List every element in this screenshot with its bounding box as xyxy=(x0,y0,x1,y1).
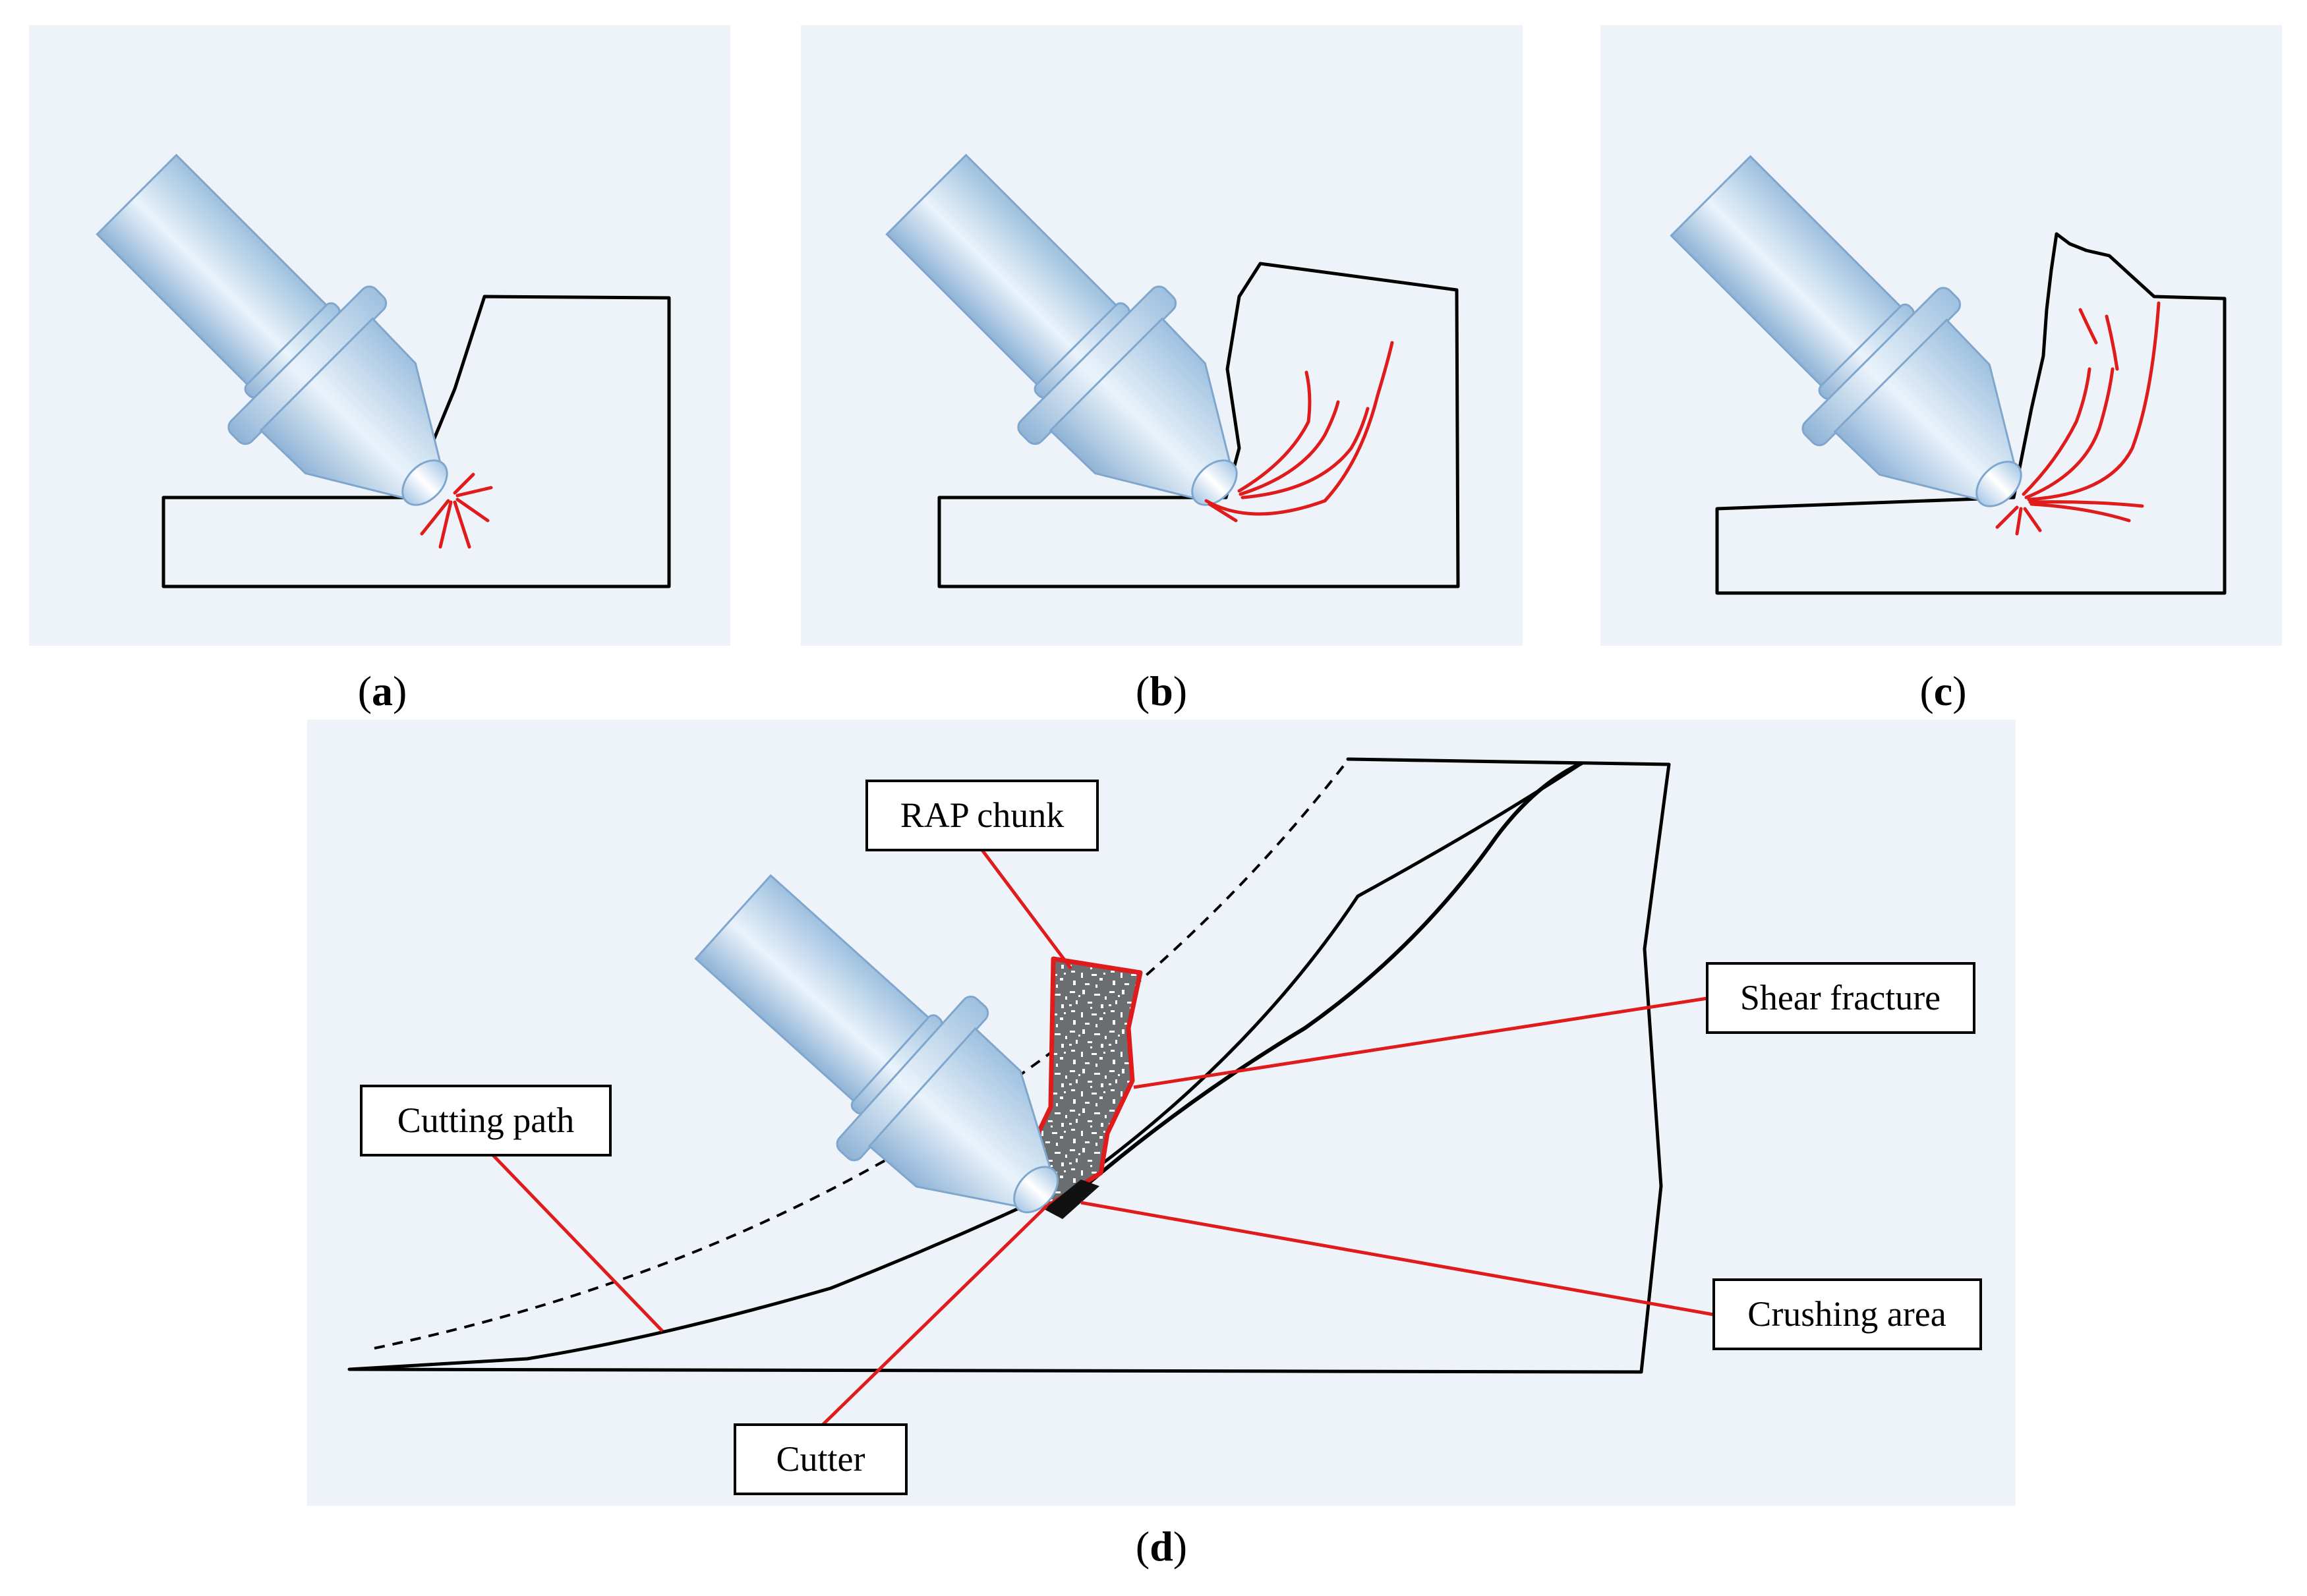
svg-text:Cutter: Cutter xyxy=(776,1439,865,1479)
callout-shear-fracture: Shear fracture xyxy=(1706,962,1975,1034)
callout-cutter: Cutter xyxy=(734,1423,908,1495)
svg-text:Cutting path: Cutting path xyxy=(397,1100,575,1140)
leader-cutting-path xyxy=(490,1152,664,1332)
panel-c-cracks xyxy=(1995,301,2161,536)
panel-d-asphalt xyxy=(347,757,1671,1374)
svg-text:Crushing area: Crushing area xyxy=(1747,1294,1946,1334)
callout-crushing-area: Crushing area xyxy=(1712,1278,1982,1350)
leader-shear-fracture xyxy=(1133,996,1708,1089)
leader-crushing-area xyxy=(1080,1201,1714,1317)
callout-rap-chunk: RAP chunk xyxy=(865,780,1099,851)
panel-a-caption: (a) xyxy=(358,668,407,714)
panel-a: (a) xyxy=(29,25,730,714)
leader-rap-chunk xyxy=(981,849,1072,970)
svg-text:Shear fracture: Shear fracture xyxy=(1740,978,1941,1017)
shear-fracture-line xyxy=(1053,761,1583,1214)
leader-cutter xyxy=(816,1205,1048,1431)
panel-b-caption: (b) xyxy=(1136,668,1187,714)
panel-a-cracks xyxy=(420,472,493,549)
panel-c-caption: (c) xyxy=(1919,668,1966,714)
crushing-area xyxy=(1044,1180,1099,1219)
panel-b-cracks xyxy=(1204,341,1394,523)
panel-c: (c) xyxy=(1600,25,2282,714)
panel-b: (b) xyxy=(801,25,1523,714)
callout-cutting-path: Cutting path xyxy=(360,1085,612,1156)
svg-text:RAP chunk: RAP chunk xyxy=(900,795,1065,835)
panel-d-caption: (d) xyxy=(1136,1523,1187,1570)
panel-c-asphalt xyxy=(1715,232,2227,595)
panel-d: RAP chunk Shear fracture Cutting path Cr… xyxy=(307,720,2016,1570)
